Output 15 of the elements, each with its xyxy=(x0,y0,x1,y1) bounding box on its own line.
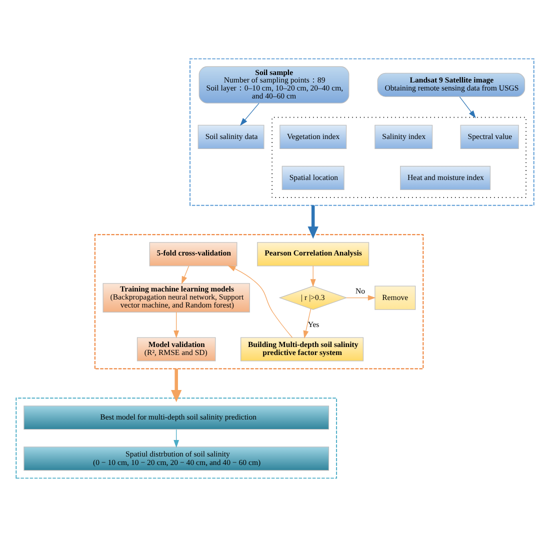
arrow xyxy=(171,368,182,402)
arrow xyxy=(346,295,376,301)
arrow xyxy=(459,96,476,118)
arrow xyxy=(240,102,260,126)
cluster xyxy=(16,398,338,479)
arrow xyxy=(182,266,190,284)
arrow xyxy=(303,308,312,338)
arrow xyxy=(310,266,316,287)
arrow xyxy=(174,429,180,448)
cluster xyxy=(190,58,534,206)
arrow xyxy=(228,266,293,338)
arrow xyxy=(174,312,180,338)
cluster xyxy=(94,234,424,370)
cluster xyxy=(272,116,527,198)
arrow xyxy=(308,205,318,239)
